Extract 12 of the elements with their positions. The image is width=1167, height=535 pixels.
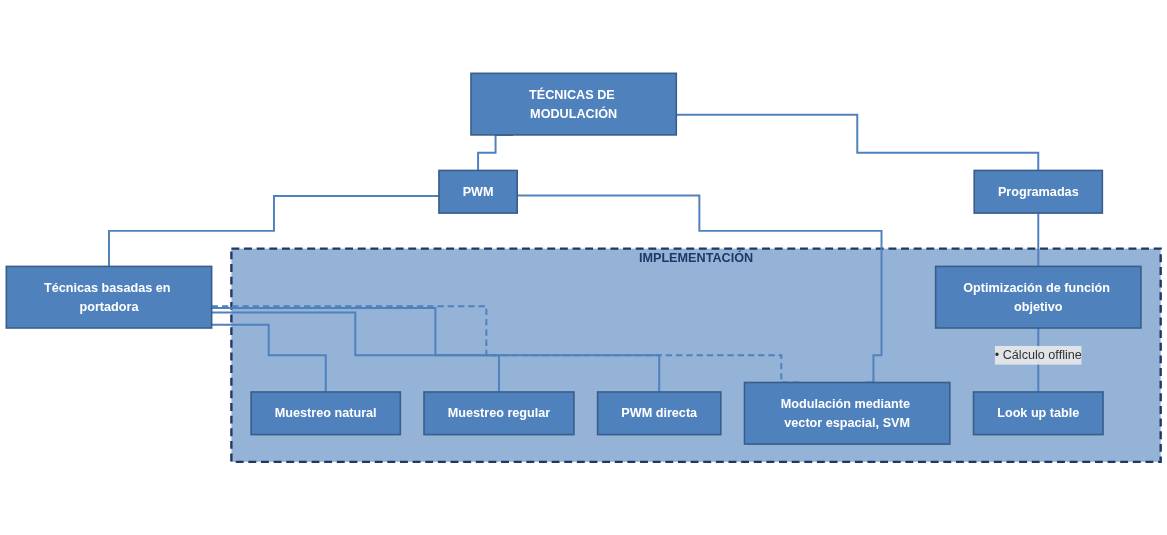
node-box: TÉCNICAS DE MODULACIÓN xyxy=(470,72,678,136)
node-box: Muestreo natural xyxy=(250,391,402,436)
node-box: Modulación mediante vector espacial, SVM xyxy=(743,381,951,445)
node-box: Muestreo regular xyxy=(423,391,575,436)
node-box: PWM xyxy=(438,169,518,214)
node-box: Técnicas basadas en portadora xyxy=(5,265,213,329)
connector xyxy=(1037,212,1040,268)
node-box: PWM directa xyxy=(596,391,722,436)
node-box: Programadas xyxy=(973,169,1104,214)
edge-label: • Cálculo offline xyxy=(994,348,1082,362)
node-box: Optimización de función objetivo xyxy=(934,265,1142,329)
node-box: Look up table xyxy=(972,391,1104,436)
